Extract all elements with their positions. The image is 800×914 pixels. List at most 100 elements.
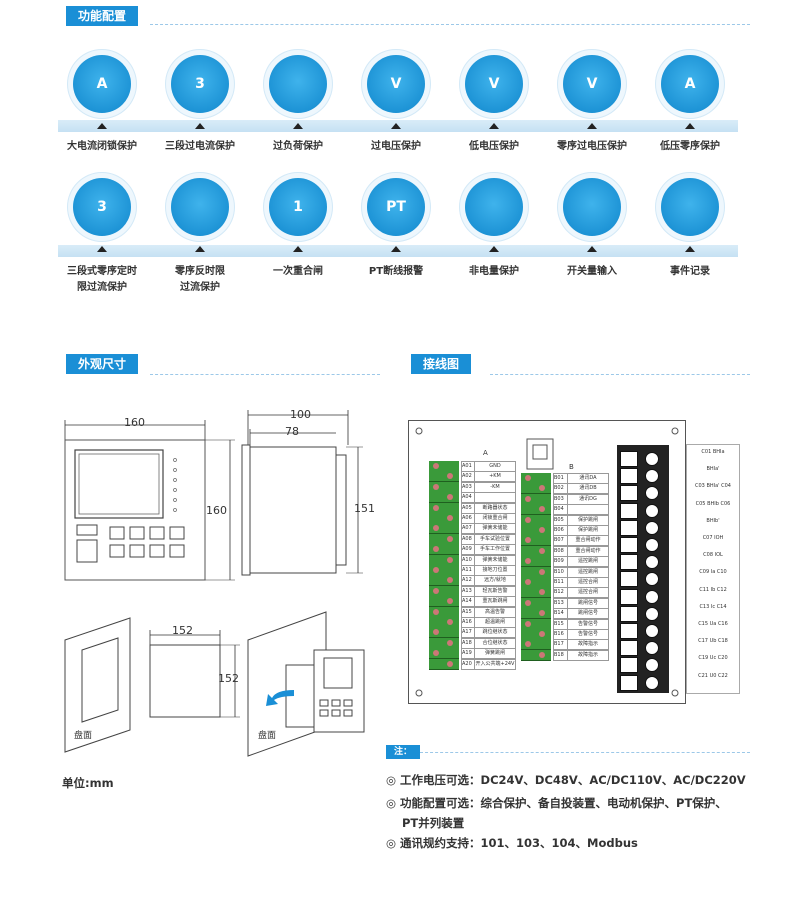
function-label: 零序反时限 过流保护: [175, 266, 225, 293]
terminal-screw: [429, 658, 459, 670]
terminal-dot: [447, 494, 453, 501]
terminal-id: B17: [553, 639, 568, 651]
c-terminal-label: C15 Ua C16: [698, 621, 728, 627]
side-view-drawing: [241, 410, 363, 576]
terminal-id: B13: [553, 597, 568, 609]
terminal-name: 遥控合闸: [567, 587, 609, 599]
terminal-screw: [429, 533, 459, 545]
c-terminal-label: C13 Ic C14: [699, 603, 727, 610]
function-label: 过负荷保护: [273, 141, 323, 152]
terminal-dot: [525, 475, 531, 481]
terminal-socket: [620, 519, 638, 536]
terminal-socket: [620, 485, 638, 502]
pointer-marker: [391, 246, 401, 252]
terminal-screw: [429, 554, 459, 566]
terminal-socket: [620, 640, 638, 657]
terminal-name: 开入公共端+24V: [474, 658, 516, 670]
terminal-id: A13: [461, 585, 475, 597]
pointer-marker: [195, 123, 205, 129]
height-dimension: 160: [206, 504, 227, 517]
function-label: 事件记录: [670, 266, 710, 277]
terminal-name: 接地刀位置: [474, 565, 516, 576]
terminal-name: 通讯DB: [567, 483, 609, 495]
terminal-socket: [620, 588, 638, 605]
zero-seq-overvoltage-icon: V: [563, 55, 621, 113]
panel-cutout-drawing: [64, 617, 240, 753]
terminal-id: A01: [461, 461, 475, 472]
terminal-screw: [645, 469, 659, 484]
terminal-dot: [433, 525, 439, 532]
terminal-id: A20: [461, 658, 475, 670]
terminal-id: A15: [461, 606, 475, 618]
terminal-screw: [521, 587, 551, 599]
c-terminal-label: C11 Ib C12: [699, 586, 727, 593]
terminal-dot: [525, 558, 531, 565]
terminal-dot: [539, 631, 545, 637]
terminal-id: A10: [461, 554, 475, 566]
panel-label: 盘面: [74, 731, 93, 741]
terminal-dot: [447, 473, 453, 480]
terminal-dot: [433, 567, 439, 573]
terminal-id: A19: [461, 648, 475, 660]
terminal-id: A02: [461, 471, 475, 483]
panel-mount-drawing: [247, 611, 365, 757]
function-label: 过电压保护: [371, 141, 421, 152]
function-label: 开关量输入: [567, 266, 617, 277]
pointer-marker: [391, 123, 401, 129]
overvoltage-icon: V: [367, 55, 425, 113]
c-terminal-label: C08 IOL: [703, 552, 723, 559]
function-label: 三段过电流保护: [165, 141, 235, 152]
terminal-dot: [447, 619, 453, 625]
pointer-marker: [489, 123, 499, 129]
terminal-id: A04: [461, 492, 475, 504]
terminal-name: 弹簧未储能: [474, 523, 516, 535]
function-label: 一次重合闸: [273, 266, 323, 277]
terminal-screw: [521, 545, 551, 557]
section-divider: [420, 752, 750, 753]
terminal-dot: [525, 620, 531, 627]
terminal-id: A05: [461, 502, 475, 514]
function-label: 大电流闭锁保护: [67, 141, 137, 152]
c-terminal-label: BHIa': [706, 466, 720, 473]
terminal-dot: [447, 535, 453, 542]
unit-label: 单位:mm: [62, 776, 114, 790]
terminal-id: B05: [553, 514, 568, 526]
terminal-dot: [525, 495, 531, 502]
terminal-dot: [447, 556, 453, 563]
function-label: 零序过电压保护: [557, 141, 627, 152]
terminal-name: 通讯DA: [567, 473, 609, 484]
terminal-name: 高温告警: [474, 606, 516, 618]
terminal-id: B03: [553, 493, 568, 505]
terminal-screw: [521, 649, 551, 661]
terminal-name: 遥控跳闸: [567, 566, 609, 578]
terminal-dot: [525, 579, 531, 585]
terminal-id: B08: [553, 545, 568, 557]
terminal-id: B02: [553, 483, 568, 495]
gauge-icon: [269, 55, 327, 113]
terminal-screw: [429, 637, 459, 649]
terminal-socket: [620, 502, 638, 519]
c-terminal-label: BHIb': [706, 517, 720, 524]
terminal-name: 跳闸信号: [567, 608, 609, 620]
terminal-block-c: [617, 445, 669, 693]
note-protocol: ◎ 通讯规约支持：101、103、104、Modbus: [386, 836, 638, 850]
function-label: 三段式零序定时 限过流保护: [67, 266, 137, 293]
terminal-name: 弹簧跳闸: [474, 648, 516, 660]
terminal-id: B06: [553, 525, 568, 536]
terminal-socket: [620, 451, 638, 467]
non-electric-icon: [465, 178, 523, 236]
terminal-name: 手车试验位置: [474, 533, 516, 545]
terminal-dot: [433, 608, 439, 615]
terminal-name: 远方/就地: [474, 575, 516, 587]
terminal-id: A07: [461, 523, 475, 535]
terminal-id: A18: [461, 637, 475, 649]
terminal-id: A08: [461, 533, 475, 545]
pointer-marker: [489, 246, 499, 252]
terminal-name: 手车工作位置: [474, 544, 516, 556]
terminal-socket: [620, 571, 638, 588]
terminal-dot: [433, 587, 439, 594]
terminal-id: B07: [553, 535, 568, 547]
terminal-screw: [429, 513, 459, 524]
terminal-dot: [539, 485, 545, 492]
terminal-screw: [645, 675, 659, 690]
